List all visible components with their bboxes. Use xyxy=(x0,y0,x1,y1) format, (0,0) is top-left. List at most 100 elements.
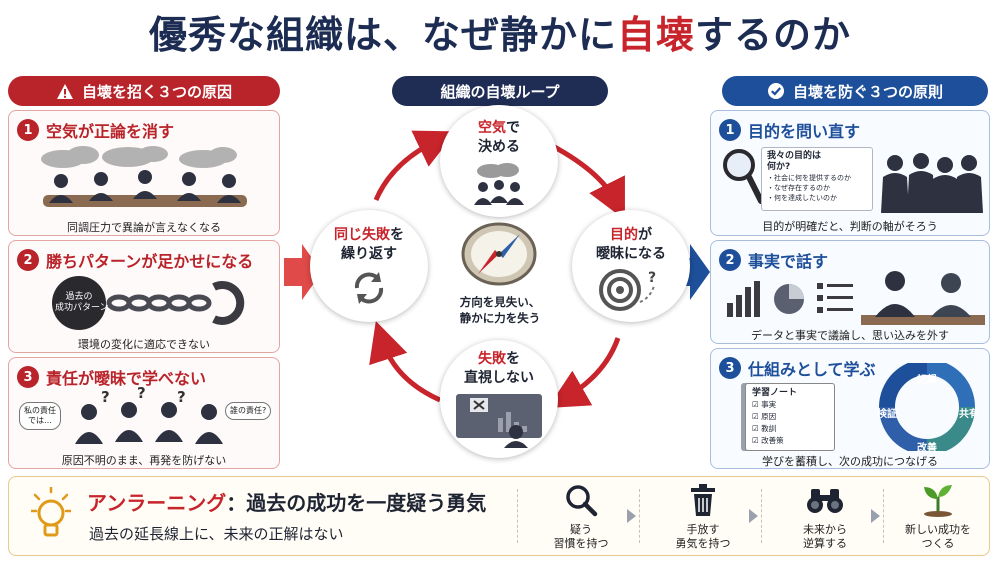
principle-number-badge: 3 xyxy=(719,357,741,379)
title-highlight: 自壊 xyxy=(616,13,695,57)
purpose-board-item-text: なぜ存在するのか xyxy=(774,184,830,192)
principle-title: 事実で話す xyxy=(748,252,829,271)
silent-meeting-illustration xyxy=(41,146,247,207)
cause-number-badge: 3 xyxy=(17,366,39,388)
center-header-label: 組織の自壊ループ xyxy=(440,82,560,101)
principle-card-2-title: 2 事実で話す xyxy=(719,247,828,273)
divider xyxy=(639,489,640,543)
cause-card-3: 3 責任が曖昧で学べない ? ? ? 私の責任 では… 誰の責任? 原因不明のま… xyxy=(8,357,280,469)
cycle-label: 記録 xyxy=(917,375,937,386)
center-caption-line: 方向を見失い、 xyxy=(459,295,541,309)
unlearning-headline: アンラーニング：過去の成功を一度疑う勇気 xyxy=(87,487,486,516)
right-column-header-label: 自壊を防ぐ３つの原則 xyxy=(792,82,943,101)
principle-card-1: 1 目的を問い直す 我々の目的は 何か? ・社会に何を提供するのか ・なぜ存在す… xyxy=(710,110,990,236)
node-keyword: 空気 xyxy=(478,120,506,136)
magnifier-icon xyxy=(566,485,598,517)
left-column-header: 自壊を招く３つの原因 xyxy=(8,76,280,106)
discussion-people-icon xyxy=(861,271,985,325)
notebook-item-text: 原因 xyxy=(761,412,777,421)
center-caption-line: 静かに力を失う xyxy=(459,311,541,325)
people-icon xyxy=(49,170,241,203)
question-mark-icon: ? xyxy=(177,388,186,406)
principle-card-2: 2 事実で話す データと事実で議論し、思い込みを外す xyxy=(710,240,990,344)
repeat-cycle-icon xyxy=(354,272,384,304)
cycle-label: 共有 xyxy=(959,409,979,420)
step-label: 手放す 勇気を持つ xyxy=(675,523,731,550)
unlearning-subline: 過去の延長線上に、未来の正解はない xyxy=(89,525,344,543)
notebook-item-text: 教訓 xyxy=(761,424,777,433)
left-column-header-label: 自壊を招く３つの原因 xyxy=(81,82,232,101)
principle-caption: 目的が明確だと、判断の軸がそろう xyxy=(762,220,938,233)
unlearning-colon: ： xyxy=(226,491,247,515)
cause-title: 責任が曖昧で学べない xyxy=(46,369,207,388)
purpose-board-item-text: 社会に何を提供するのか xyxy=(774,174,851,182)
step-arrow-icon xyxy=(627,509,636,523)
purpose-board-item: ・なぜ存在するのか xyxy=(767,184,830,192)
divider xyxy=(517,489,518,543)
purpose-board-title: 我々の目的は 何か? xyxy=(767,151,822,172)
cause-caption: 原因不明のまま、再発を防げない xyxy=(61,454,227,467)
cause-title: 勝ちパターンが足かせになる xyxy=(46,252,254,271)
question-mark-icon: ? xyxy=(101,388,110,406)
failure-chart-icon xyxy=(456,394,542,448)
step-label: 未来から 逆算する xyxy=(803,523,847,550)
compass-icon xyxy=(461,222,537,286)
principle-card-3: 3 仕組みとして学ぶ 学習ノート ☑ 事実 ☑ 原因 ☑ 教訓 ☑ 改善策 記録… xyxy=(710,348,990,469)
cause-card-2-title: 2 勝ちパターンが足かせになる xyxy=(17,247,253,273)
node-particle: を xyxy=(506,351,520,367)
ball-label: 過去の 成功パターン xyxy=(55,292,109,313)
step-label: 新しい成功を つくる xyxy=(905,523,971,550)
question-mark-icon: ? xyxy=(137,384,146,402)
cause-card-3-title: 3 責任が曖昧で学べない xyxy=(17,364,206,390)
principle-caption: 学びを蓄積し、次の成功につなげる xyxy=(762,455,938,468)
loop-arrow-top-left xyxy=(373,130,457,201)
notebook-item: ☑ 原因 xyxy=(752,412,777,421)
target-icon: ? xyxy=(599,269,656,311)
learning-notebook: 学習ノート ☑ 事実 ☑ 原因 ☑ 教訓 ☑ 改善策 xyxy=(745,383,835,451)
page-title: 優秀な組織は、なぜ静かに自壊するのか xyxy=(0,6,1000,64)
unlearning-step-3: 未来から 逆算する xyxy=(780,483,870,551)
node-particle: を xyxy=(390,227,404,243)
principle-number-badge: 1 xyxy=(719,119,741,141)
step-arrow-icon xyxy=(871,509,880,523)
loop-arrow-bottom-right xyxy=(547,337,621,408)
speech-bubble-right: 誰の責任? xyxy=(225,402,272,420)
notebook-title: 学習ノート xyxy=(752,388,798,398)
title-part1: 優秀な組織は、なぜ静かに xyxy=(148,13,617,57)
confused-people-icon xyxy=(75,402,223,444)
principle-card-3-title: 3 仕組みとして学ぶ xyxy=(719,355,876,381)
cause-number-badge: 2 xyxy=(17,249,39,271)
step-arrow-icon xyxy=(749,509,758,523)
node-keyword: 失敗 xyxy=(478,351,506,367)
center-header: 組織の自壊ループ xyxy=(392,76,608,106)
loop-node-top: 空気で 決める xyxy=(440,105,558,217)
svg-text:?: ? xyxy=(648,270,656,286)
loop-node-bottom: 失敗を 直視しない xyxy=(440,340,558,458)
node-particle: で xyxy=(506,120,520,136)
notebook-item: ☑ 教訓 xyxy=(752,424,777,433)
cause-card-1-title: 1 空気が正論を消す xyxy=(17,117,174,143)
principle-title: 目的を問い直す xyxy=(748,122,861,141)
principle-title: 仕組みとして学ぶ xyxy=(748,360,876,379)
lightbulb-icon xyxy=(31,487,71,537)
divider xyxy=(761,489,762,543)
loop-node-right: 目的が 曖昧になる ? xyxy=(572,210,690,322)
loop-node-left: 同じ失敗を 繰り返す xyxy=(310,210,428,322)
node-keyword: 目的 xyxy=(610,227,638,243)
notebook-item-text: 事実 xyxy=(761,400,777,409)
cycle-label: 検証 xyxy=(877,409,897,420)
notebook-item: ☑ 事実 xyxy=(752,400,777,409)
binoculars-icon xyxy=(807,489,843,513)
warning-icon xyxy=(56,83,73,99)
magnifier-icon xyxy=(723,149,763,204)
team-people-icon xyxy=(881,153,983,213)
cause-title: 空気が正論を消す xyxy=(46,122,175,141)
learning-cycle-icon xyxy=(879,363,975,451)
node-keyword: 同じ失敗 xyxy=(334,227,390,243)
checkmark-icon xyxy=(767,83,784,99)
unlearning-keyword: アンラーニング xyxy=(87,491,227,515)
principle-number-badge: 2 xyxy=(719,249,741,271)
ball-and-chain-icon xyxy=(52,276,245,330)
right-column-header: 自壊を防ぐ３つの原則 xyxy=(722,76,988,106)
title-part2: するのか xyxy=(695,13,852,57)
